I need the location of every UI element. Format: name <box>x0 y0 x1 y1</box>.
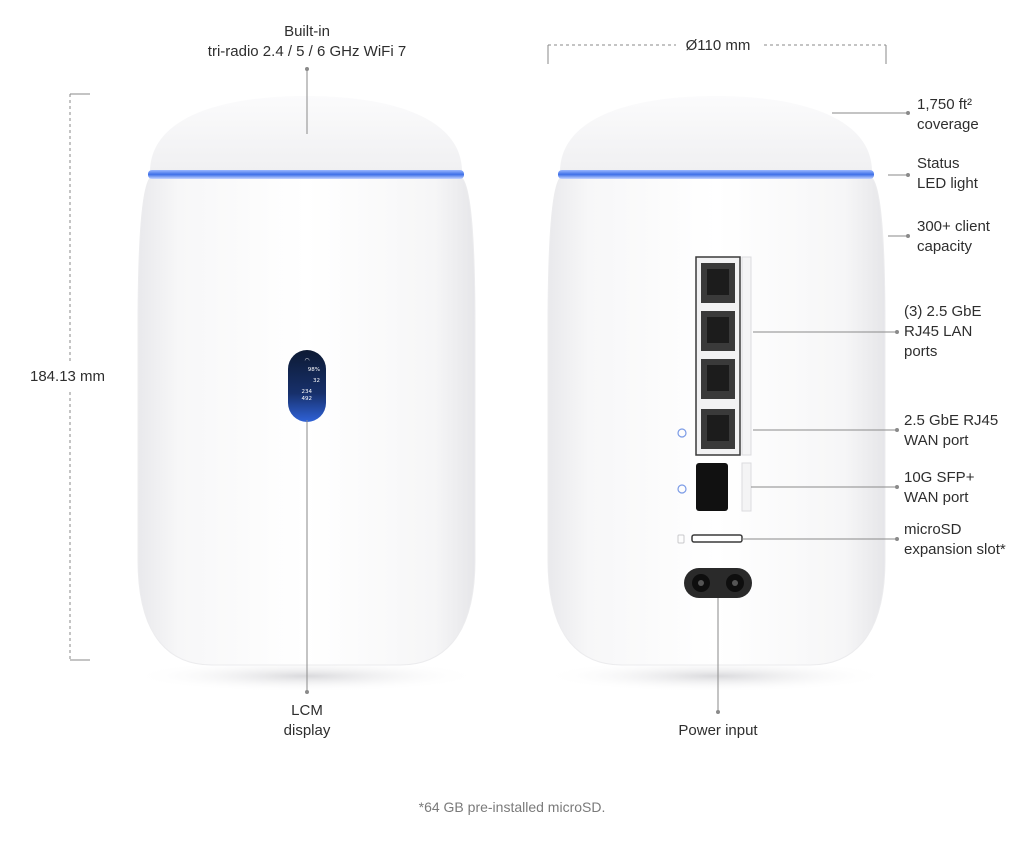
lcm-label-line1: LCM <box>291 702 323 719</box>
wan-port-label: 2.5 GbE RJ45 WAN port <box>904 411 998 451</box>
right-top-dome <box>560 96 872 172</box>
sfp-port <box>696 462 752 512</box>
rj45-port-3 <box>701 359 735 399</box>
lcm-line4: 492 <box>302 396 313 402</box>
sfp-port-label: 10G SFP+ WAN port <box>904 468 974 508</box>
wifi-label: Built-in tri-radio 2.4 / 5 / 6 GHz WiFi … <box>157 22 457 62</box>
microsd-line2: expansion slot* <box>904 541 1006 558</box>
left-floor-shadow <box>131 660 481 692</box>
height-label: 184.13 mm <box>30 368 106 385</box>
right-status-led <box>558 170 874 179</box>
lcm-line1: 98% <box>308 367 320 373</box>
wifi-callout-dot <box>305 67 309 71</box>
wan-indicator-icon <box>677 428 687 438</box>
diameter-dimension <box>547 44 887 64</box>
lcm-line2: 32 <box>313 378 320 384</box>
diameter-label: Ø110 mm <box>685 37 751 54</box>
sfp-port-line1: 10G SFP+ <box>904 469 975 486</box>
wan-port-line2: WAN port <box>904 432 969 449</box>
lcm-label-line2: display <box>283 722 331 739</box>
wifi-icon: ◠ <box>304 357 309 364</box>
wan-port-line1: 2.5 GbE RJ45 <box>904 412 999 429</box>
sfp-port-line2: WAN port <box>904 489 969 506</box>
coverage-line2: coverage <box>917 116 979 133</box>
status-led-line1: Status <box>917 155 960 172</box>
rj45-wan-port <box>701 409 735 449</box>
microsd-label: microSD expansion slot* <box>904 520 1006 560</box>
client-capacity-line1: 300+ client <box>917 218 990 235</box>
lan-ports-line2: RJ45 LAN <box>904 323 973 340</box>
rj45-port-2 <box>701 311 735 351</box>
left-top-dome <box>150 96 462 172</box>
microsd-icon <box>677 534 685 544</box>
power-input-label: Power input <box>678 722 758 739</box>
coverage-label: 1,750 ft² coverage <box>917 95 979 135</box>
power-inlet <box>684 568 752 598</box>
lcm-line3: 234 <box>302 389 313 395</box>
status-led-line2: LED light <box>917 175 978 192</box>
right-callout-lines <box>717 112 908 712</box>
right-device <box>541 44 910 714</box>
wifi-label-line2: tri-radio 2.4 / 5 / 6 GHz WiFi 7 <box>207 43 407 60</box>
wifi-label-line1: Built-in <box>284 23 330 40</box>
port-panel <box>677 256 752 598</box>
right-callout-dots <box>716 111 910 714</box>
port-side-strip <box>741 256 752 456</box>
microsd-slot <box>691 534 743 543</box>
footnote: *64 GB pre-installed microSD. <box>418 799 606 815</box>
sfp-indicator-icon <box>677 484 687 494</box>
client-capacity-line2: capacity <box>917 238 973 255</box>
coverage-line1: 1,750 ft² <box>917 96 973 113</box>
left-device: ◠ 98% 32 234 492 <box>69 67 481 694</box>
rj45-port-1 <box>701 263 735 303</box>
left-status-led <box>148 170 464 179</box>
lan-ports-label: (3) 2.5 GbE RJ45 LAN ports <box>904 302 982 362</box>
lan-ports-line1: (3) 2.5 GbE <box>904 303 982 320</box>
right-floor-shadow <box>541 660 891 692</box>
microsd-line1: microSD <box>904 521 962 538</box>
height-dimension <box>69 93 90 661</box>
status-led-label: Status LED light <box>917 154 978 194</box>
client-capacity-label: 300+ client capacity <box>917 217 990 257</box>
lcm-callout-dot <box>305 690 309 694</box>
lan-ports-line3: ports <box>904 343 938 360</box>
lcm-label: LCM display <box>247 701 367 741</box>
lcm-display: ◠ 98% 32 234 492 <box>288 350 326 422</box>
